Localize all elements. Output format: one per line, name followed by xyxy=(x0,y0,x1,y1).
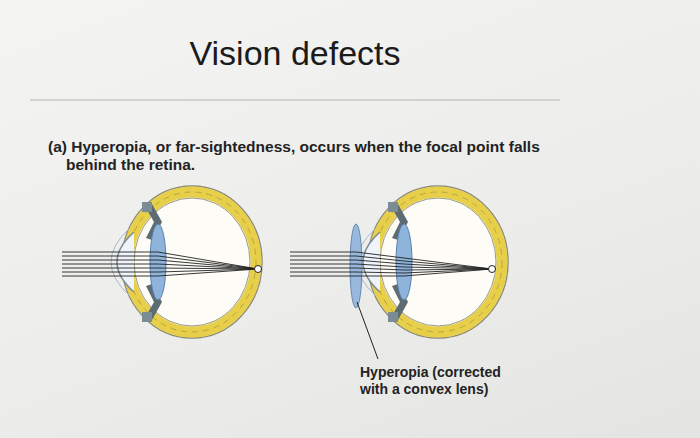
description-text: (a) Hyperopia, or far-sightedness, occur… xyxy=(48,138,546,174)
figure-caption: Hyperopia (corrected with a convex lens) xyxy=(360,364,530,398)
slide-title: Vision defects xyxy=(0,34,590,73)
